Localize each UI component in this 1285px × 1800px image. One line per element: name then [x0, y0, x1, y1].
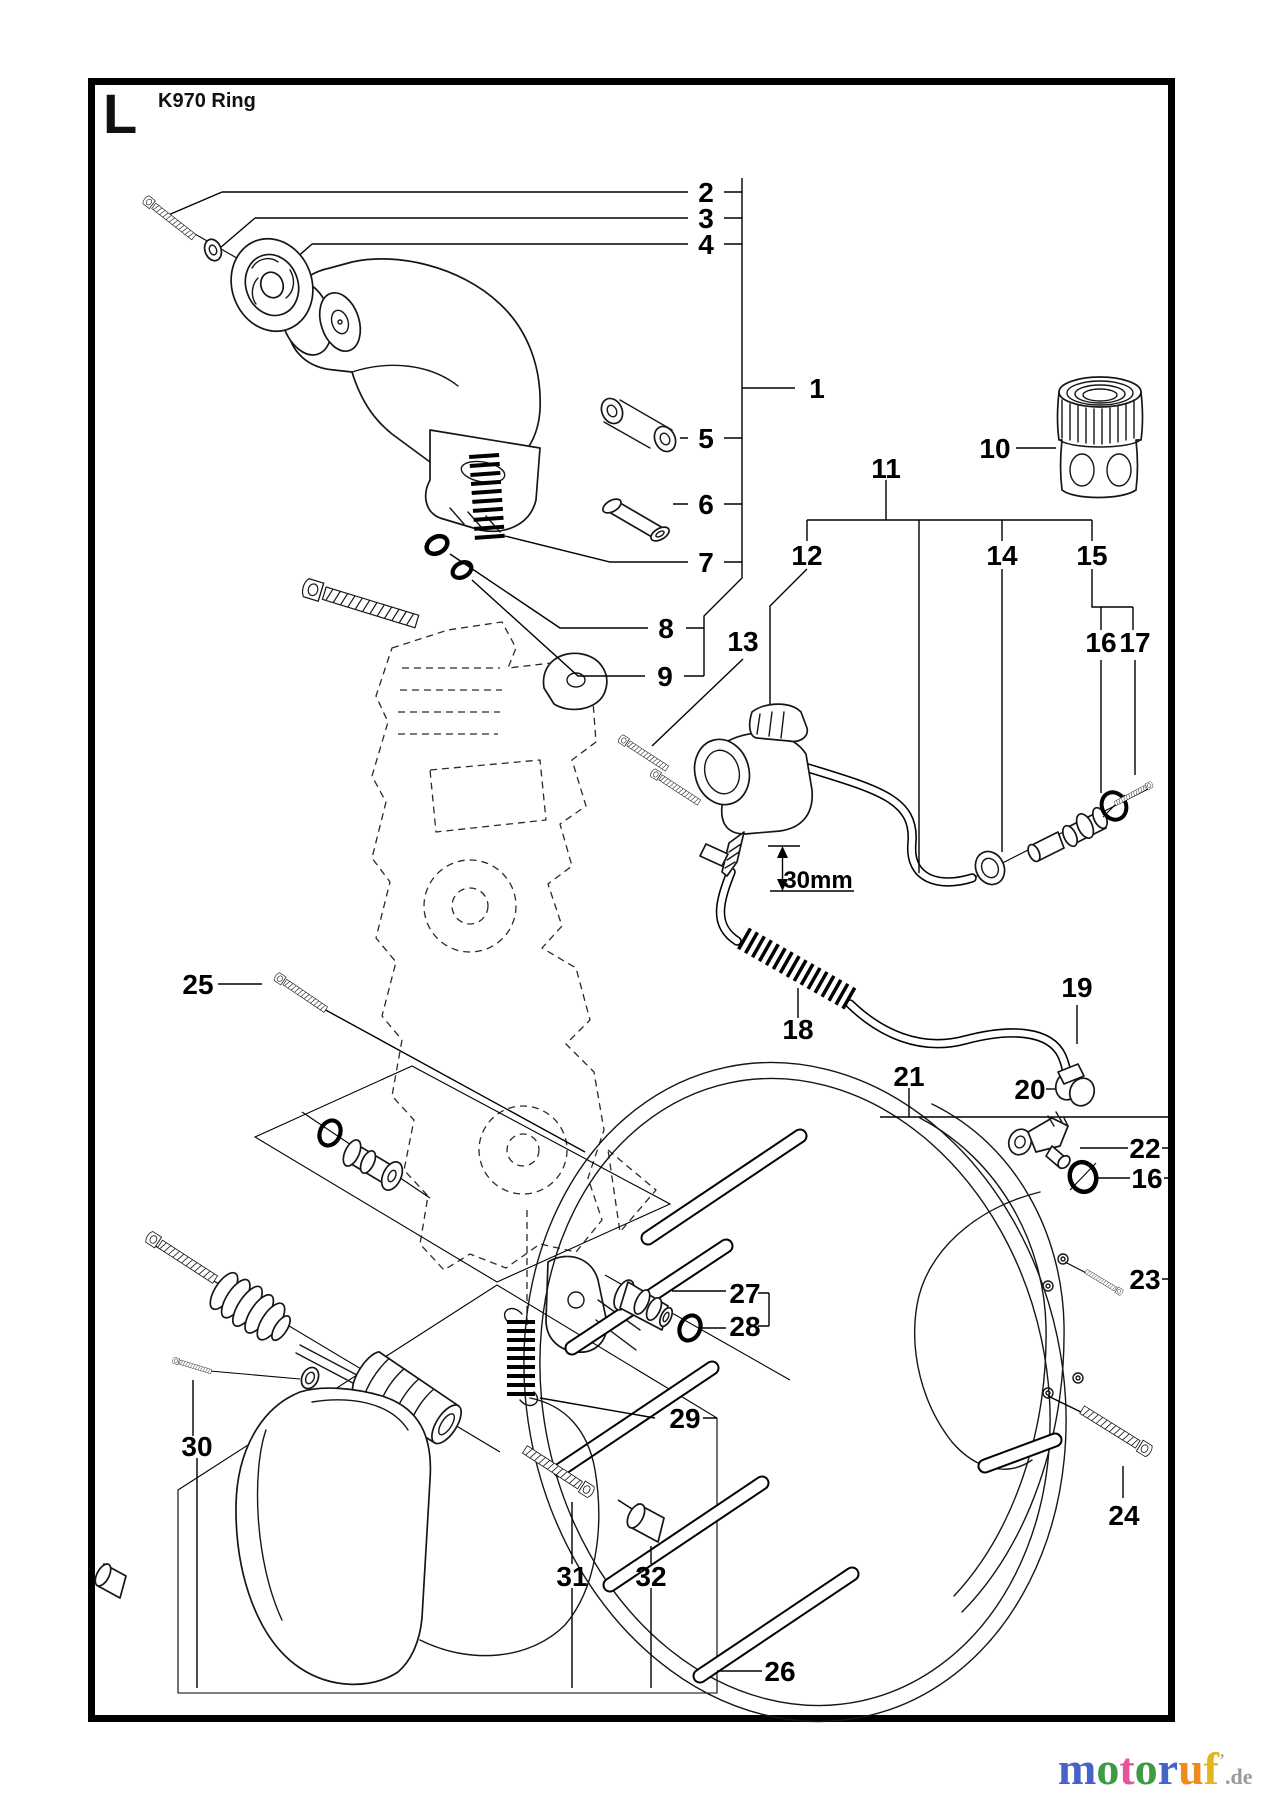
strap-part: [600, 397, 677, 453]
section-letter: L: [103, 82, 137, 145]
callout-17: 17: [1119, 627, 1150, 658]
wm-letter: f: [1204, 1743, 1220, 1794]
page-border: [88, 78, 1175, 1722]
callout-leader-lines: [165, 178, 1171, 1688]
callout-28: 28: [729, 1311, 760, 1342]
screw-part-23: [1084, 1268, 1125, 1297]
callout-26: 26: [764, 1656, 795, 1687]
callout-11: 11: [871, 453, 901, 484]
rod-grommet: [300, 1366, 320, 1390]
callout-16: 16: [1085, 627, 1116, 658]
valve-thumbwheel: [748, 703, 809, 743]
callout-7: 7: [698, 547, 714, 578]
callout-13: 13: [727, 626, 758, 657]
callout-16b: 16: [1131, 1163, 1162, 1194]
callout-32: 32: [635, 1561, 666, 1592]
wm-mark: ’: [1219, 1750, 1225, 1770]
mount-screw-25-part: [272, 971, 329, 1014]
callout-3: 3: [698, 203, 714, 234]
callout-8: 8: [658, 613, 674, 644]
callout-23: 23: [1129, 1264, 1160, 1295]
guard-oring-part: [1067, 1159, 1099, 1195]
pin-part: [602, 498, 670, 542]
cap-part-32: [626, 1503, 665, 1543]
guard-screw-holes: [1042, 1253, 1084, 1399]
wm-letter: o: [1135, 1743, 1158, 1794]
hose-clamp-part: [1054, 1063, 1096, 1107]
callout-24: 24: [1108, 1500, 1140, 1531]
bushing-left-pair: [317, 1118, 404, 1191]
callout-22: 22: [1129, 1133, 1160, 1164]
page-title: K970 Ring: [158, 90, 256, 112]
coupling-parts: [974, 780, 1155, 886]
callout-14: 14: [986, 540, 1018, 571]
wm-letter: o: [1096, 1743, 1119, 1794]
callout-10: 10: [979, 433, 1010, 464]
wm-letter: u: [1178, 1743, 1204, 1794]
hose-spring-part: [737, 927, 858, 1011]
callout-2: 2: [698, 177, 714, 208]
hose-connector-part: [1056, 376, 1144, 499]
screw-part-24: [1078, 1403, 1155, 1459]
callout-25: 25: [182, 969, 213, 1000]
oring-part-28: [677, 1313, 703, 1343]
wm-letter: r: [1158, 1743, 1178, 1794]
group-outline-boxes: [177, 1065, 718, 1694]
callout-18: 18: [782, 1014, 813, 1045]
wm-letter: t: [1119, 1743, 1135, 1794]
callout-21: 21: [893, 1061, 924, 1092]
callout-5: 5: [698, 423, 714, 454]
callout-30: 30: [181, 1431, 212, 1462]
callout-27: 27: [729, 1278, 760, 1309]
dimension-30mm: 30mm: [768, 845, 854, 894]
engine-outline-dashed: [371, 621, 657, 1330]
callout-1: 1: [809, 373, 825, 404]
roller-part: [230, 237, 314, 333]
callout-15: 15: [1076, 540, 1107, 571]
callout-19: 19: [1061, 972, 1092, 1003]
wm-letter: m: [1058, 1743, 1096, 1794]
dimension-label: 30mm: [783, 867, 852, 894]
oring-part-9: [450, 560, 474, 580]
water-nozzle-part: [1007, 1111, 1071, 1170]
callout-29: 29: [669, 1403, 700, 1434]
valve-nipple: [721, 831, 745, 877]
screw-part-30: [171, 1356, 213, 1375]
callout-20: 20: [1014, 1074, 1045, 1105]
callout-12: 12: [791, 540, 822, 571]
callout-9: 9: [657, 661, 673, 692]
oring-part-8: [424, 533, 450, 557]
av-mount-screw-part: [143, 1229, 219, 1286]
washer-part: [203, 238, 223, 262]
av-mount-bellows-part: [209, 1271, 292, 1342]
water-valve-part: [616, 703, 813, 877]
callout-labels: 1 2 3 4 5 6 7 8 9 10 11 12 13 14 15 16 1…: [181, 177, 1162, 1687]
bushing-part-27: [613, 1279, 674, 1331]
explode-axis-lines: [151, 213, 1151, 1453]
spring-part-29: [503, 1307, 539, 1407]
mud-flap-part: [235, 1387, 600, 1686]
wm-suffix: .de: [1225, 1764, 1253, 1789]
cap-part-left: [94, 1563, 127, 1599]
watermark-logo: motoruf’.de: [1058, 1743, 1253, 1794]
blade-guard-part: [523, 1061, 1084, 1723]
callout-31: 31: [556, 1561, 587, 1592]
mount-screw-top-part: [299, 577, 421, 632]
grip-molding-part: [351, 1351, 462, 1445]
callout-6: 6: [698, 489, 714, 520]
callout-4: 4: [698, 229, 714, 260]
handle-bolt-part: [141, 194, 198, 242]
